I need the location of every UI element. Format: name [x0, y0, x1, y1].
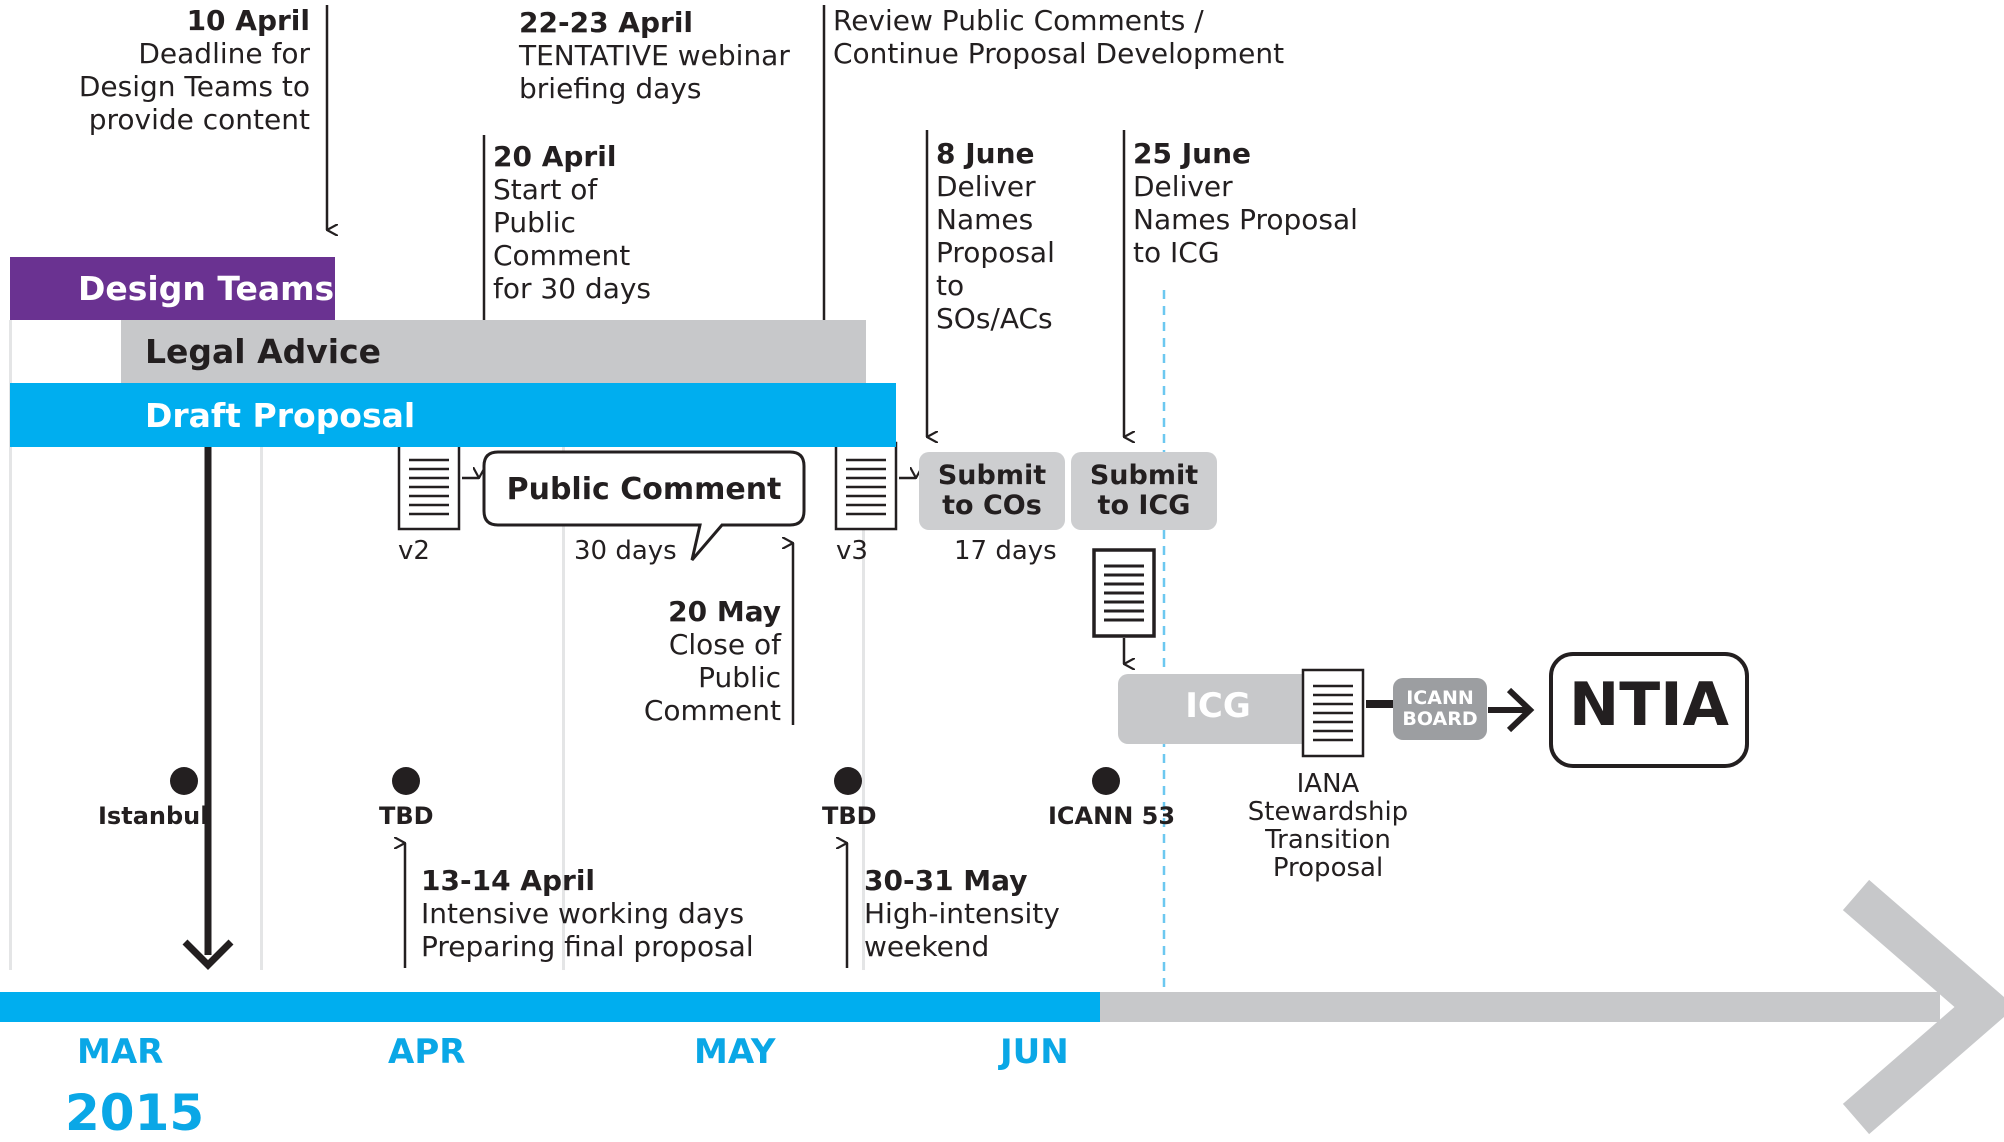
iana-proposal-label: IANA Stewardship Transition Proposal [1228, 770, 1428, 882]
text-line: Close of [668, 628, 781, 661]
istanbul-arrowhead [182, 939, 234, 970]
text-line: for 30 days [493, 272, 652, 305]
icg-bar-shape [1118, 674, 1348, 744]
date-jun8: 8 June [936, 137, 1035, 170]
timeline-remaining [1100, 992, 1940, 1022]
submit-cos-line: Submit [937, 460, 1047, 491]
text-line: to [936, 269, 965, 302]
doc-v2-label: v2 [398, 536, 430, 566]
date-apr10: 10 April [186, 4, 310, 37]
text-line: weekend [864, 930, 990, 963]
text-line: Transition [1265, 825, 1391, 855]
text-line: IANA [1296, 769, 1360, 799]
document-v2-icon [397, 441, 461, 531]
text-line: TENTATIVE webinar [519, 39, 790, 72]
annotation-may3031: 30-31 May High-intensity weekend [864, 864, 1060, 963]
text-line: Deliver [936, 170, 1036, 203]
month-label: MAR [77, 1032, 164, 1072]
public-comment-label: Public Comment [506, 472, 782, 507]
meeting-label: ICANN 53 [1048, 802, 1176, 830]
month-label: MAY [694, 1032, 776, 1072]
meeting-label: TBD [379, 802, 434, 830]
text-line: briefing days [519, 72, 702, 105]
annotation-apr2223: 22-23 April TENTATIVE webinar briefing d… [519, 6, 790, 105]
annotation-review: Review Public Comments / Continue Propos… [833, 4, 1284, 70]
year-label: 2015 [65, 1084, 205, 1142]
meeting-dot [392, 767, 420, 795]
icg-label: ICG [1185, 686, 1251, 726]
date-apr20: 20 April [493, 140, 617, 173]
date-apr2223: 22-23 April [519, 6, 694, 39]
annotation-may20: 20 May Close of Public Comment [644, 595, 781, 727]
text-line: Comment [643, 694, 781, 727]
text-line: Design Teams to [78, 70, 310, 103]
submit-icg-line: to ICG [1097, 490, 1191, 521]
doc-v3-label: v3 [836, 536, 868, 566]
timeline-progress [0, 992, 1100, 1022]
timeline-arrowhead [1842, 879, 2004, 1135]
annotation-apr1314: 13-14 April Intensive working days Prepa… [421, 864, 754, 963]
annotation-jun25: 25 June Deliver Names Proposal to ICG [1133, 137, 1358, 269]
text-line: Proposal [936, 236, 1055, 269]
text-line: High-intensity [864, 897, 1060, 930]
text-line: provide content [88, 103, 310, 136]
annotation-jun8: 8 June Deliver Names Proposal to SOs/ACs [936, 137, 1055, 335]
text-line: Public [698, 661, 781, 694]
document-icg-icon [1092, 548, 1156, 638]
text-line: to ICG [1133, 236, 1220, 269]
date-may3031: 30-31 May [864, 864, 1028, 897]
annotation-apr20: 20 April Start of Public Comment for 30 … [493, 140, 651, 305]
text-line: Deliver [1133, 170, 1233, 203]
text-line: Names [936, 203, 1034, 236]
connector-iana-board [1366, 700, 1396, 708]
annotation-apr10: 10 April Deadline for Design Teams to pr… [79, 4, 310, 136]
meeting-dot [834, 767, 862, 795]
date-may20: 20 May [668, 595, 781, 628]
text-line: Deadline for [138, 37, 310, 70]
meeting-dot [170, 767, 198, 795]
text-line: Public [493, 206, 576, 239]
text-line: SOs/ACs [936, 302, 1053, 335]
text-line: Preparing final proposal [421, 930, 754, 963]
grid-line [562, 440, 565, 970]
date-jun25: 25 June [1133, 137, 1251, 170]
draft-proposal-label: Draft Proposal [145, 395, 416, 435]
text-line: Continue Proposal Development [833, 37, 1285, 70]
submit-icg-line: Submit [1089, 460, 1199, 491]
meeting-label: Istanbul [98, 802, 209, 830]
arrow-board-ntia-head [1506, 687, 1535, 733]
ntia-box [1549, 652, 1749, 768]
icann-board-badge: ICANN BOARD [1393, 678, 1487, 740]
document-v3-icon [834, 441, 898, 531]
text-line: Start of [493, 173, 598, 206]
grid-line [9, 320, 12, 970]
text-line: Stewardship [1247, 797, 1409, 827]
text-line: Review Public Comments / [833, 4, 1204, 37]
text-line: Intensive working days [421, 897, 745, 930]
document-iana-icon [1301, 668, 1365, 758]
submit-cos-line: to COs [942, 490, 1042, 521]
text-line: Names Proposal [1133, 203, 1358, 236]
date-apr1314: 13-14 April [421, 864, 596, 897]
ntia-label: NTIA [1569, 670, 1729, 740]
design-teams-bar: Design Teams [10, 257, 335, 320]
grid-line [260, 440, 263, 970]
draft-proposal-bar: Draft Proposal [10, 383, 896, 447]
public-comment-bubble [482, 450, 806, 561]
text-line: Proposal [1272, 853, 1384, 883]
text-line: Comment [493, 239, 631, 272]
submit-cos-duration: 17 days [954, 536, 1057, 566]
grid-line [862, 440, 865, 970]
submit-icg-box: Submit to ICG [1071, 452, 1217, 530]
meeting-label: TBD [822, 802, 877, 830]
legal-advice-label: Legal Advice [145, 332, 382, 371]
legal-advice-bar: Legal Advice [121, 320, 866, 383]
meeting-dot [1092, 767, 1120, 795]
submit-cos-box: Submit to COs [919, 452, 1065, 530]
month-label: JUN [1000, 1032, 1069, 1072]
public-comment-duration: 30 days [574, 536, 677, 566]
design-teams-label: Design Teams [78, 269, 335, 308]
month-label: APR [388, 1032, 466, 1072]
